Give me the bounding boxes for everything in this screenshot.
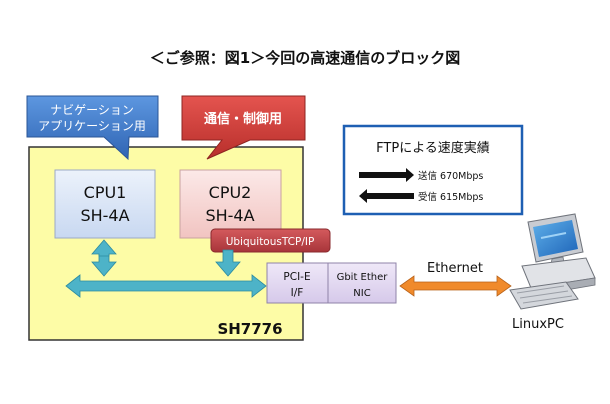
gbit-ether-nic-block: Gbit Ether NIC <box>327 262 397 304</box>
receive-speed: 受信 615Mbps <box>418 191 483 203</box>
linux-pc-label: LinuxPC <box>512 317 564 332</box>
nic-label-line1: Gbit Ether <box>337 272 389 283</box>
navigation-callout: ナビゲーション アプリケーション用 <box>26 95 159 161</box>
comm-control-callout: 通信・制御用 <box>181 95 306 160</box>
tcpip-stack-label: UbiquitousTCP/IP <box>226 236 315 248</box>
receive-arrow <box>359 189 414 203</box>
pcie-label-line2: I/F <box>291 287 304 299</box>
comm-control-callout-label: 通信・制御用 <box>204 111 282 127</box>
cpu2-bus-arrow <box>215 249 241 277</box>
nic-label-line2: NIC <box>353 288 370 299</box>
ftp-speed-title: FTPによる速度実績 <box>376 140 490 156</box>
cpu1-bus-arrow-up <box>91 239 117 257</box>
pcie-label-line1: PCI-E <box>283 271 310 283</box>
cpu2-block: CPU2 SH-4A <box>179 169 282 239</box>
cpu2-core: SH-4A <box>205 206 254 225</box>
cpu2-name: CPU2 <box>209 183 252 202</box>
chip-label: SH7776 <box>217 320 282 338</box>
ethernet-label: Ethernet <box>427 261 483 276</box>
ftp-speed-box: FTPによる速度実績 送信 670Mbps 受信 615Mbps <box>342 124 524 216</box>
pcie-interface-block: PCI-E I/F <box>266 262 329 304</box>
ethernet-link-arrow <box>399 275 512 297</box>
internal-bus-arrow <box>65 274 267 298</box>
cpu1-block: CPU1 SH-4A <box>54 169 156 239</box>
linux-pc-icon <box>509 213 596 310</box>
navigation-callout-line1: ナビゲーション <box>50 103 134 117</box>
send-speed: 送信 670Mbps <box>418 170 483 182</box>
cpu1-core: SH-4A <box>80 206 129 225</box>
diagram-title: ＜ご参照：図1＞今回の高速通信のブロック図 <box>150 49 460 67</box>
tcpip-stack-badge: UbiquitousTCP/IP <box>210 228 331 253</box>
cpu1-name: CPU1 <box>84 183 127 202</box>
send-arrow <box>359 168 414 182</box>
navigation-callout-line2: アプリケーション用 <box>38 119 146 133</box>
